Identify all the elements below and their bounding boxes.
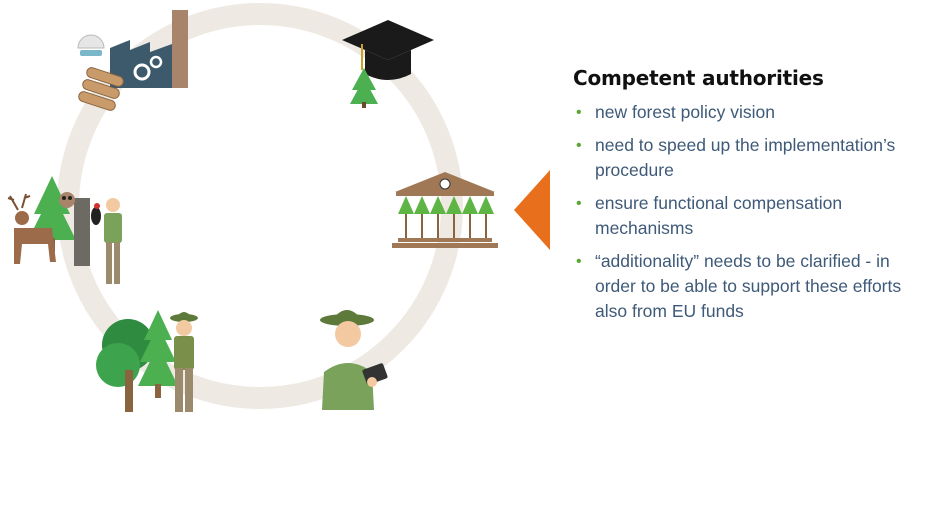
bullet-item: • need to speed up the implementation’s … [573, 133, 923, 183]
bullet-item: • ensure functional compensation mechani… [573, 191, 923, 241]
wildlife-icon [7, 176, 122, 284]
bullet-text: need to speed up the implementation’s pr… [595, 135, 896, 180]
bullet-dot-icon: • [576, 104, 582, 121]
forester-tablet-icon [320, 310, 388, 410]
bullet-dot-icon: • [576, 253, 582, 270]
industry-icon [77, 10, 188, 111]
bullet-item: • new forest policy vision [573, 100, 923, 125]
graduation-cap-icon [342, 20, 434, 108]
bullet-item: • “additionality” needs to be clarified … [573, 249, 923, 324]
government-building-icon [392, 172, 498, 248]
bullet-dot-icon: • [576, 137, 582, 154]
bullet-text: ensure functional compensation mechanism… [595, 193, 843, 238]
bullet-dot-icon: • [576, 195, 582, 212]
stakeholder-cycle-illustration [7, 3, 550, 412]
panel-title: Competent authorities [573, 66, 824, 90]
bullet-list: • new forest policy vision • need to spe… [573, 100, 923, 324]
forest-ranger-icon [96, 310, 198, 412]
bullet-text: “additionality” needs to be clarified - … [595, 251, 902, 321]
arrow-pointer [514, 170, 550, 250]
info-panel: Competent authorities • new forest polic… [573, 66, 923, 332]
bullet-text: new forest policy vision [595, 102, 775, 122]
